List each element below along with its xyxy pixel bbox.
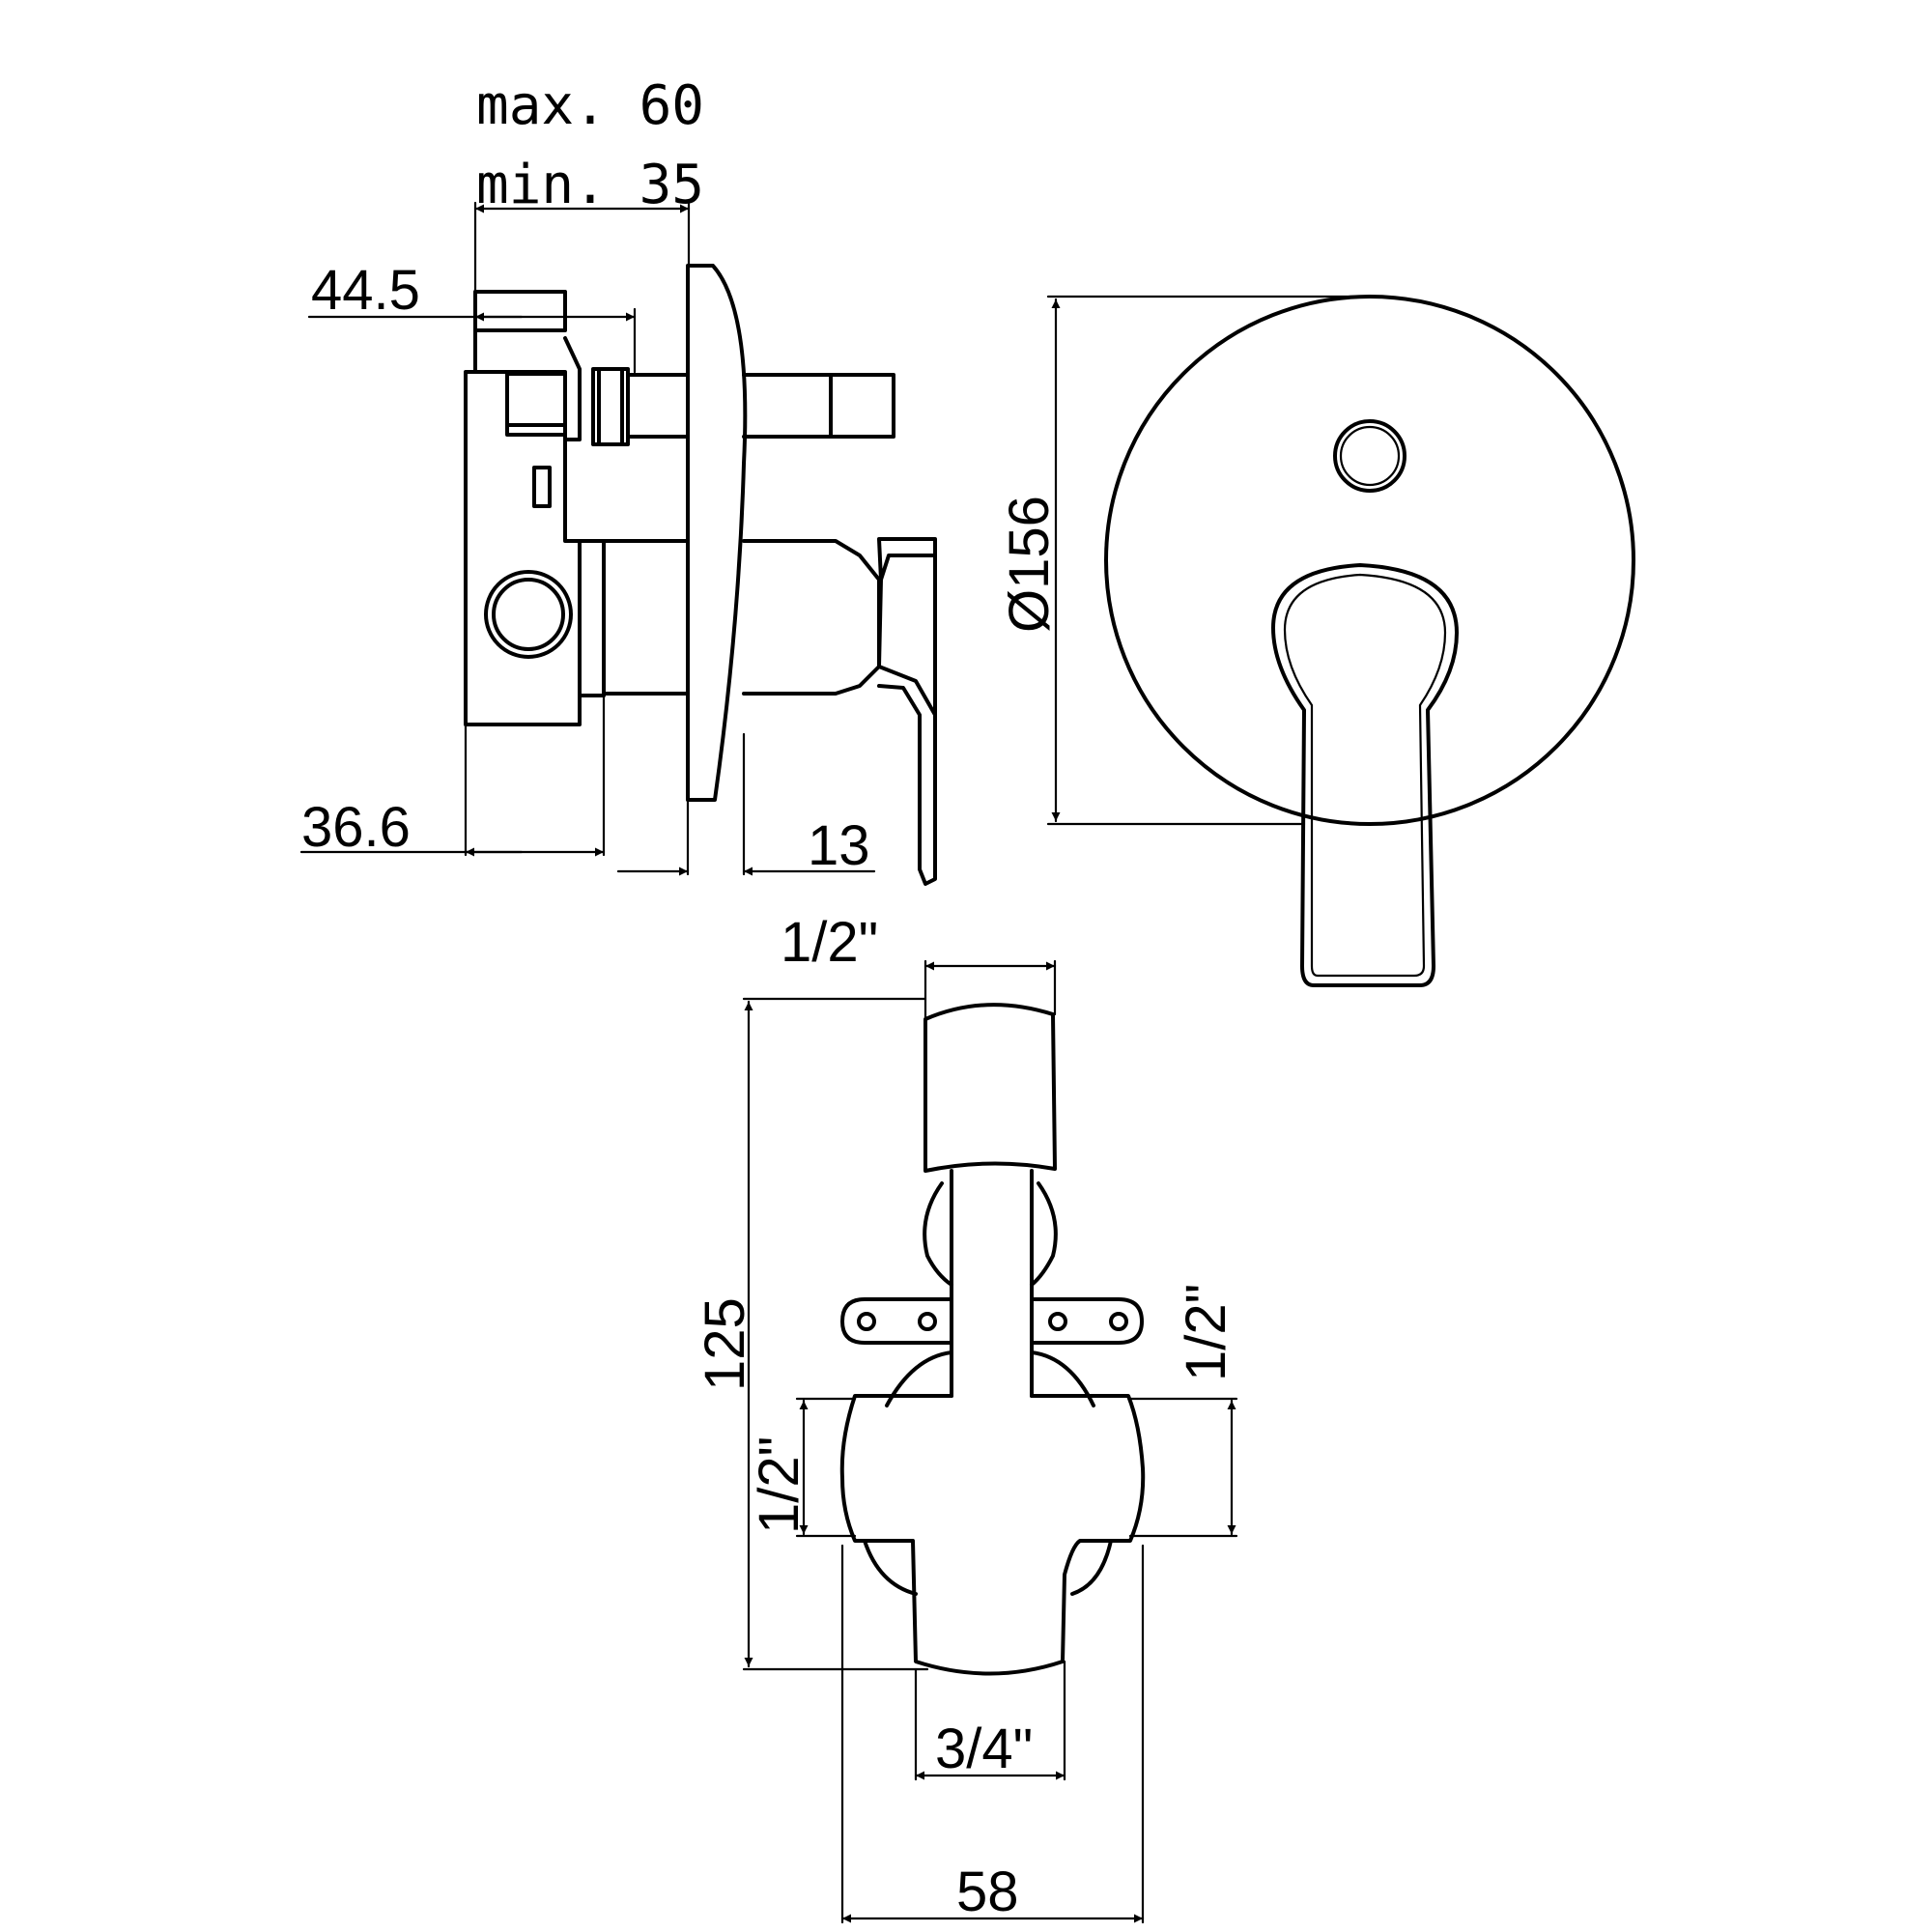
body-rear-disc (923, 1181, 1058, 1287)
diverter-knob-inner (1339, 425, 1401, 487)
dim-top-thread: 1/2" (781, 911, 878, 974)
body-mount-ear-right (1030, 1297, 1144, 1345)
front-plate (1104, 295, 1635, 826)
body-view: 1/2" 125 1/2" 1/2" 3/4" 58 (694, 911, 1238, 1924)
diverter-knob-outer (1333, 419, 1406, 493)
front-lever (1271, 563, 1459, 987)
side-lever (877, 537, 937, 886)
side-view: max. 60 min. 35 44.5 36.6 13 (299, 74, 937, 886)
dim-diameter: Ø156 (998, 496, 1061, 633)
front-view: Ø156 (998, 295, 1635, 987)
side-slot (532, 466, 552, 508)
side-cartridge-housing (602, 539, 881, 696)
body-cross (839, 1394, 1146, 1676)
body-top-cap (923, 1003, 1057, 1173)
side-lever-body (877, 554, 937, 717)
dim-right-thread: 1/2" (1175, 1284, 1237, 1381)
dim-body: 36.6 (301, 796, 411, 859)
body-mount-ear-left (840, 1297, 953, 1345)
mount-hole (1048, 1312, 1067, 1331)
dim-depth-min: min. 35 (476, 154, 704, 216)
side-wall-plate (686, 264, 748, 802)
dim-width: 58 (956, 1861, 1019, 1923)
dim-bottom-thread: 3/4" (935, 1718, 1033, 1780)
body-stem (950, 1169, 1034, 1398)
side-outlet-ring (484, 570, 573, 659)
mount-hole (857, 1312, 876, 1331)
body-center-disc (863, 1350, 1113, 1596)
dim-height: 125 (694, 1297, 756, 1391)
mount-hole (918, 1312, 937, 1331)
dim-left-thread: 1/2" (748, 1436, 810, 1534)
side-outlet-ring-inner (492, 578, 565, 651)
side-diverter-spindle (505, 336, 833, 446)
dim-depth-max: max. 60 (476, 74, 704, 137)
dim-upper: 44.5 (311, 259, 420, 322)
side-diverter-knob (829, 373, 895, 439)
side-upper-box (473, 290, 567, 374)
mount-hole (1109, 1312, 1128, 1331)
front-lever-inner (1283, 573, 1447, 978)
dim-plate: 13 (808, 814, 870, 877)
